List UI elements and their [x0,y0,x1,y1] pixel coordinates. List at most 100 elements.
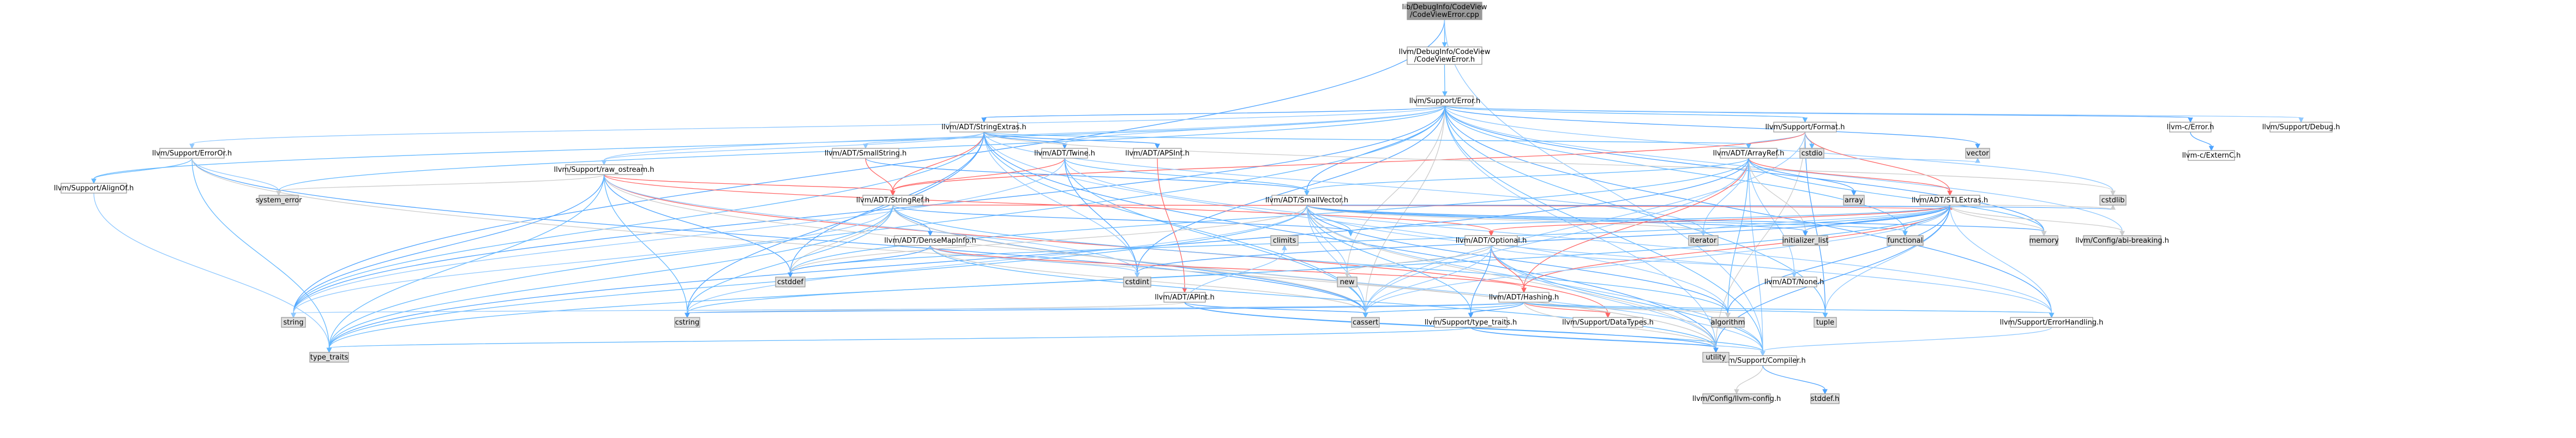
node-errorhandling[interactable]: llvm/Support/ErrorHandling.h [2000,317,2104,328]
edge-stringextras-to-smallstring [863,131,984,149]
node-hashing[interactable]: llvm/ADT/Hashing.h [1489,292,1559,303]
edge-errorortag-to-alignof [91,158,193,184]
node-label: llvm/Support/type_traits.h [1425,319,1517,327]
edge-stringref-to-utility [892,205,1719,353]
node-densemapinfo[interactable]: llvm/ADT/DenseMapInfo.h [884,235,976,246]
node-box [832,148,899,159]
edge-hashing-to-errorhandling [1523,302,2055,319]
edge-optional-to-none [1491,245,1797,278]
node-initlist: initializer_list [1782,235,1829,246]
node-alignof[interactable]: llvm/Support/AlignOf.h [54,183,134,194]
node-label: utility [1706,353,1726,362]
edge-error-to-stringextras [981,105,1445,123]
node-box [1572,317,1643,328]
node-string: string [281,317,306,328]
node-label: iterator [1690,237,1717,245]
node-box [1919,195,1980,206]
node-rawostream[interactable]: llvm/Support/raw_ostream.h [554,164,654,175]
node-apint[interactable]: llvm/ADT/APInt.h [1155,292,1215,303]
node-cerror[interactable]: llvm-c/Error.h [2167,122,2214,133]
node-format[interactable]: llvm/Support/Format.h [1766,122,1845,133]
node-debug[interactable]: llvm/Support/Debug.h [2262,122,2340,133]
node-tuple: tuple [1814,317,1837,328]
node-cstdint: cstdint [1123,277,1151,287]
node-label: type_traits [310,353,349,362]
edge-cverr-to-error [1442,64,1448,97]
node-label: cstdlib [2101,196,2125,205]
node-box [1498,292,1550,303]
node-label: llvm/Config/llvm-config.h [1692,395,1781,403]
node-label: system_error [256,196,303,205]
node-box [565,164,643,175]
node-box [2099,195,2127,206]
edge-stlextras-to-algorithm [1725,205,1950,319]
edge-error-to-twine [1062,105,1445,149]
node-stringref[interactable]: llvm/ADT/StringRef.h [856,195,929,206]
node-label: llvm/ADT/APInt.h [1155,293,1214,302]
edge-hashing-to-typetraits [1468,302,1524,319]
node-optional[interactable]: llvm/ADT/Optional.h [1456,235,1527,246]
edge-stlextras-to-initlist [1803,205,1950,237]
edge-rawostream-to-datatypes [603,174,1611,319]
node-smallstring[interactable]: llvm/ADT/SmallString.h [825,148,906,159]
node-typetraits[interactable]: llvm/Support/type_traits.h [1425,317,1517,328]
node-label: llvm/Support/Debug.h [2262,123,2340,131]
node-apsint[interactable]: llvm/ADT/APSInt.h [1125,148,1190,159]
node-box [159,148,225,159]
node-box [1773,122,1837,133]
edge-rawostream-to-systemerror [276,174,605,196]
node-box [2029,235,2058,246]
node-label: llvm/ADT/StringRef.h [856,196,929,205]
edge-stlextras-to-iterator [1701,205,1950,237]
node-label: llvm/ADT/SmallString.h [825,149,906,158]
node-label: /CodeViewError.h [1414,56,1475,64]
node-error[interactable]: llvm/Support/Error.h [1409,95,1481,106]
node-box [1688,235,1719,246]
node-stringextras[interactable]: llvm/ADT/StringExtras.h [941,122,1026,133]
edge-typetraits-to-typetraitsstd [326,327,1472,353]
edge-stlextras-to-functional [1902,205,1950,237]
node-label: llvm/Support/Format.h [1766,123,1845,131]
node-label: llvm/Support/AlignOf.h [54,184,134,193]
node-label: array [1845,196,1863,205]
edge-stringextras-to-algorithm [983,131,1731,319]
edge-stringextras-to-rawostream [601,131,984,166]
edge-apint-to-cassert [1184,302,1368,319]
node-box [950,122,1018,133]
node-cassert: cassert [1351,317,1380,328]
node-datatypes[interactable]: llvm/Support/DataTypes.h [1562,317,1654,328]
node-label: llvm/ADT/SmallVector.h [1265,196,1348,205]
edge-stringref-to-string [291,205,893,319]
edge-arrayref-to-stlextras [1748,158,1953,196]
node-box [2188,150,2235,161]
node-label: llvm/Support/Compiler.h [1720,357,1805,365]
node-box [1123,277,1151,287]
node-box [1799,148,1824,159]
node-algorithm: algorithm [1711,317,1745,328]
node-label: llvm/ADT/STLExtras.h [1912,196,1988,205]
node-box [1720,148,1778,159]
node-label: llvm/ADT/Twine.h [1034,149,1095,158]
node-externc[interactable]: llvm-c/ExternC.h [2182,150,2241,161]
node-compiler[interactable]: llvm/Support/Compiler.h [1720,355,1806,366]
edge-twine-to-stringref [890,158,1065,196]
node-box [1416,95,1474,106]
edge-stlextras-to-limits [1348,205,1950,237]
edge-errorortag-to-systemerror [191,158,281,196]
node-label: llvm/ADT/DenseMapInfo.h [884,237,976,245]
node-vector: vector [1965,148,1990,159]
edge-densemapinfo-to-cstdint [929,245,1140,278]
node-box [1041,148,1088,159]
node-label: cstring [675,319,699,327]
node-none[interactable]: llvm/ADT/None.h [1764,277,1824,287]
node-smallvector[interactable]: llvm/ADT/SmallVector.h [1265,195,1348,206]
node-box [1133,148,1182,159]
node-stlextras[interactable]: llvm/ADT/STLExtras.h [1912,195,1988,206]
edge-error-to-debug [1444,105,2304,123]
edge-alignof-to-typetraitsstd [93,193,332,353]
edge-cerror-to-externc [2190,131,2214,152]
node-errorortag[interactable]: llvm/Support/ErrorOr.h [152,148,232,159]
node-cverr[interactable]: llvm/DebugInfo/CodeView/CodeViewError.h [1399,46,1491,65]
node-arrayref[interactable]: llvm/ADT/ArrayRef.h [1713,148,1785,159]
node-twine[interactable]: llvm/ADT/Twine.h [1034,148,1095,159]
